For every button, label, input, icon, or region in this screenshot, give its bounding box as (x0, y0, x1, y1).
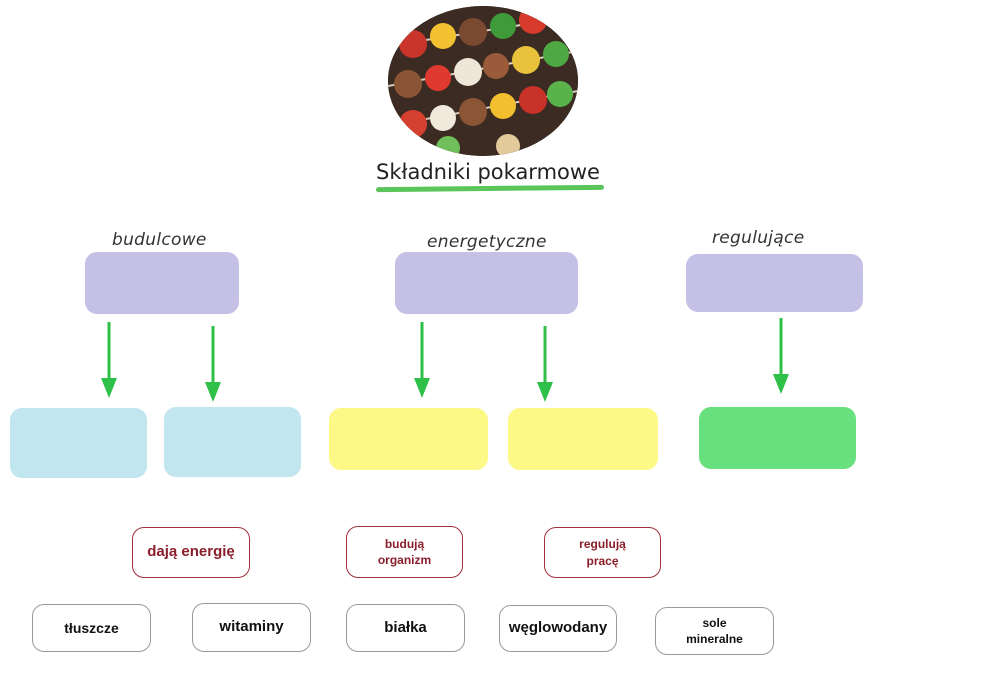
arrow-down-icon (771, 318, 791, 398)
card-sole-mineralne[interactable]: sole mineralne (655, 607, 774, 655)
drop-box-yellow-1[interactable] (329, 408, 488, 470)
title-underline (375, 184, 605, 193)
page-title: Składniki pokarmowe (376, 160, 600, 184)
arrow-down-icon (412, 322, 432, 402)
card-witaminy[interactable]: witaminy (192, 603, 311, 652)
arrow-down-icon (535, 326, 555, 406)
card-reguluja-prace[interactable]: regulują pracę (544, 527, 661, 578)
card-weglowodany[interactable]: węglowodany (499, 605, 617, 652)
card-bialka[interactable]: białka (346, 604, 465, 652)
card-label: budują organizm (377, 536, 432, 567)
drop-box-budulcowe[interactable] (85, 252, 239, 314)
card-label: witaminy (219, 618, 284, 636)
drop-box-blue-1[interactable] (10, 408, 147, 478)
card-label: węglowodany (508, 619, 608, 637)
arrow-down-icon (203, 326, 223, 406)
card-label: tłuszcze (64, 619, 119, 636)
card-tluszcze[interactable]: tłuszcze (32, 604, 151, 652)
card-label: sole mineralne (686, 615, 743, 646)
food-skewers-image (388, 6, 578, 156)
card-daja-energie[interactable]: dają energię (132, 527, 250, 578)
card-label: regulują pracę (579, 537, 626, 568)
arrow-down-icon (99, 322, 119, 402)
drop-box-yellow-2[interactable] (508, 408, 658, 470)
drop-box-green[interactable] (699, 407, 856, 469)
category-label-budulcowe: budulcowe (112, 230, 207, 250)
drop-box-energetyczne[interactable] (395, 252, 578, 314)
category-label-regulujace: regulujące (712, 228, 805, 248)
card-label: białka (384, 618, 427, 636)
drop-box-regulujace[interactable] (686, 254, 863, 312)
category-label-energetyczne: energetyczne (427, 232, 547, 252)
card-label: dają energię (147, 543, 235, 561)
card-buduja-organizm[interactable]: budują organizm (346, 526, 463, 578)
drop-box-blue-2[interactable] (164, 407, 301, 477)
